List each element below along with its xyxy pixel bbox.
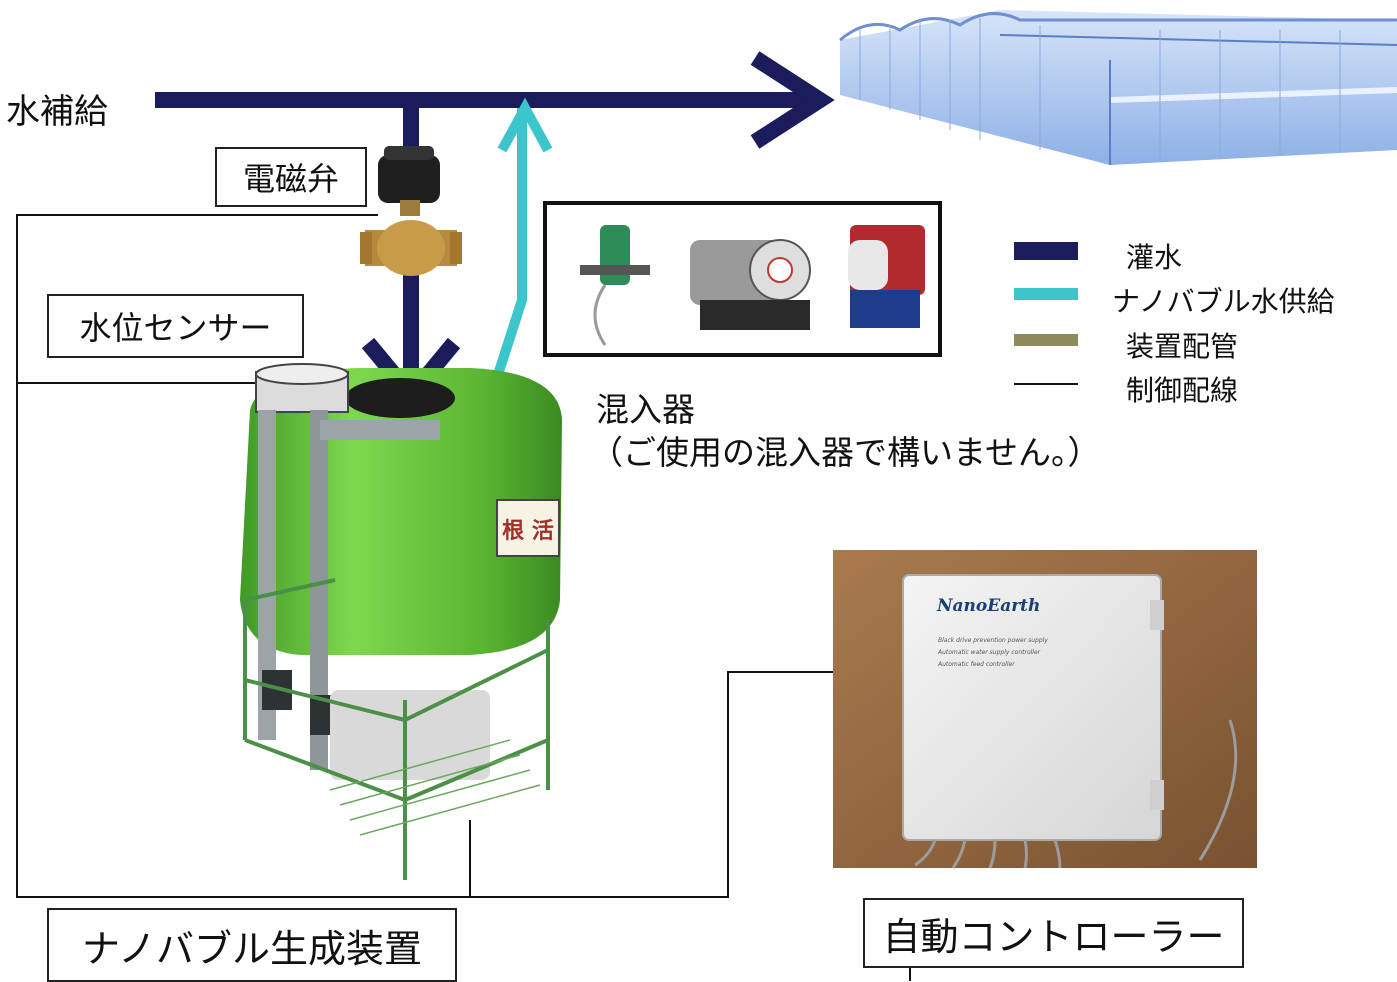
legend-item-control-wiring: 制御配線 bbox=[1014, 365, 1374, 407]
mixer-devices bbox=[543, 201, 942, 357]
mixer-note: （ご使用の混入器で構いません。） bbox=[590, 433, 1101, 472]
auto-controller-label: 自動コントローラー bbox=[863, 898, 1244, 968]
legend-swatch-irrigation bbox=[1014, 242, 1078, 260]
water-supply-label: 水補給 bbox=[6, 92, 108, 132]
nanobubble-generator-image: 根 活 bbox=[240, 363, 562, 880]
nanobubble-supply-pipe bbox=[480, 97, 553, 417]
legend-swatch-control-wiring bbox=[1014, 383, 1078, 385]
legend-label-equipment-piping: 装置配管 bbox=[1126, 330, 1239, 363]
controller-brand: NanoEarth bbox=[937, 596, 1041, 616]
legend-item-irrigation: 灌水 bbox=[1014, 232, 1374, 274]
legend-swatch-equipment-piping bbox=[1014, 334, 1078, 346]
mixer-title: 混入器 bbox=[596, 390, 695, 429]
legend-swatch-nanobubble bbox=[1014, 288, 1078, 300]
control-wiring bbox=[16, 214, 911, 981]
controller-line-2: Automatic water supply controller bbox=[938, 649, 1041, 656]
legend-label-irrigation: 灌水 bbox=[1126, 241, 1183, 274]
legend-label-nanobubble: ナノバブル水供給 bbox=[1112, 285, 1335, 318]
tank-sticker: 根 活 bbox=[502, 519, 554, 544]
controller-line-3: Automatic feed controller bbox=[938, 661, 1015, 668]
greenhouse-image bbox=[839, 10, 1397, 165]
legend-item-equipment-piping: 装置配管 bbox=[1014, 321, 1374, 363]
irrigation-pipe bbox=[155, 51, 835, 408]
legend-label-control-wiring: 制御配線 bbox=[1126, 374, 1239, 407]
auto-controller-image bbox=[833, 550, 1257, 869]
nanobubble-generator-label: ナノバブル生成装置 bbox=[47, 908, 457, 982]
legend-item-nanobubble: ナノバブル水供給 bbox=[1014, 276, 1374, 318]
controller-line-1: Black drive prevention power supply bbox=[938, 637, 1048, 644]
solenoid-valve-label: 電磁弁 bbox=[215, 147, 367, 207]
solenoid-valve-image bbox=[360, 146, 462, 276]
water-level-sensor-label: 水位センサー bbox=[47, 294, 304, 358]
